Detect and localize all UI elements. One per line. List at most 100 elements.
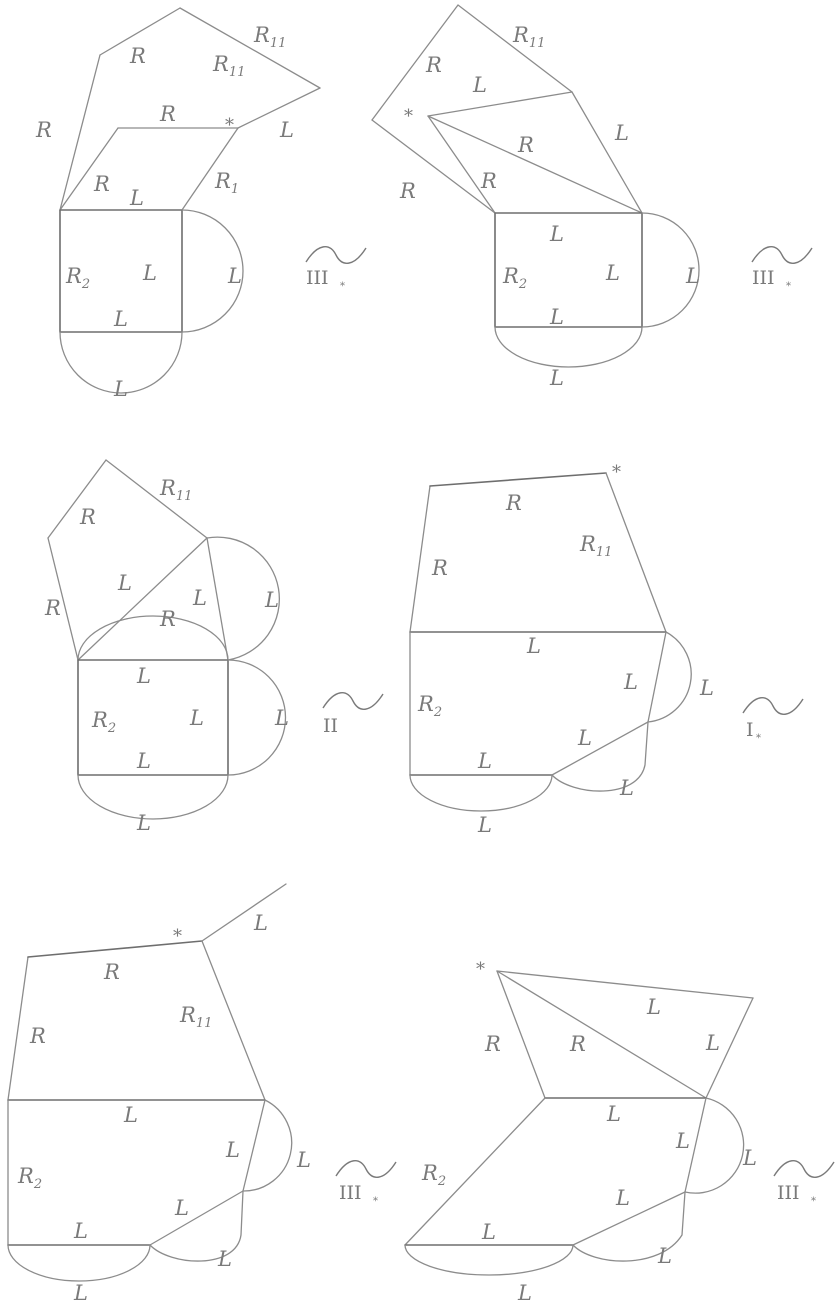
- edge: [242, 1099, 266, 1192]
- edge-label: L: [742, 1146, 757, 1170]
- region-label: R2: [91, 708, 116, 736]
- tilde-icon: [751, 246, 813, 264]
- edge: [201, 940, 266, 1101]
- edge: [647, 631, 667, 723]
- edge: [371, 119, 496, 214]
- move-subscript: *: [786, 281, 791, 292]
- edge-label: L: [136, 811, 151, 835]
- edge-label: L: [136, 664, 151, 688]
- edge-label: L: [699, 676, 714, 700]
- region-label: R11: [212, 52, 245, 80]
- edge-label: L: [614, 121, 629, 145]
- region-label: R: [480, 169, 497, 193]
- edge: [457, 4, 573, 93]
- move-name: III: [777, 1182, 800, 1204]
- panel-1: R R11 R11 R R * L R R1 L R2 L L L L: [35, 7, 321, 401]
- edge-label: L: [123, 1103, 138, 1127]
- edge: [571, 91, 643, 214]
- panel-6: * L L R R L L L R2 L L L L: [404, 959, 757, 1305]
- edge: [206, 537, 229, 661]
- edge-label: L: [73, 1281, 88, 1305]
- edge-label: L: [129, 186, 144, 210]
- arc: [227, 659, 287, 776]
- move-subscript: *: [811, 1196, 816, 1207]
- arc: [206, 536, 281, 661]
- edge-label: L: [477, 749, 492, 773]
- move-subscript: *: [340, 281, 345, 292]
- move-label-5: III *: [335, 1160, 397, 1207]
- star-marker: *: [404, 106, 413, 127]
- edge: [409, 485, 431, 633]
- move-label-3: II: [322, 692, 384, 737]
- edge: [705, 997, 754, 1099]
- move-name: III: [752, 267, 775, 289]
- move-label-2: III *: [751, 246, 813, 292]
- edge-label: L: [227, 264, 242, 288]
- region-label: L: [189, 706, 204, 730]
- edge-label: R11: [579, 532, 612, 560]
- edge-label: L: [685, 264, 700, 288]
- edge-label: L: [136, 749, 151, 773]
- region-label: R2: [502, 264, 527, 292]
- edge: [77, 537, 208, 661]
- arc: [409, 774, 553, 812]
- edge-label: R: [44, 596, 61, 620]
- edge-label: L: [477, 813, 492, 837]
- arc: [684, 1097, 745, 1194]
- edge-label: L: [619, 776, 634, 800]
- region-label: R2: [417, 692, 442, 720]
- edge-label: R1: [214, 169, 239, 197]
- edge-label: L: [675, 1129, 690, 1153]
- arc: [7, 1244, 151, 1282]
- square: [77, 659, 229, 776]
- move-subscript: *: [756, 733, 761, 744]
- edge: [427, 91, 573, 117]
- tilde-icon: [335, 1160, 397, 1178]
- edge: [179, 7, 321, 89]
- square: [494, 212, 643, 328]
- panel-3: R11 R L L L R R L R2 L L L L: [44, 459, 289, 835]
- star-marker: *: [173, 926, 182, 947]
- region-label: R: [79, 505, 96, 529]
- edge-label: L: [174, 1196, 189, 1220]
- region-label: L: [142, 261, 157, 285]
- edge: [404, 1097, 546, 1246]
- region-label: R2: [421, 1161, 446, 1189]
- edge: [237, 87, 321, 129]
- edge: [7, 956, 29, 1101]
- edge-label: L: [646, 995, 661, 1019]
- move-name: I: [746, 719, 754, 741]
- region-label: R: [569, 1032, 586, 1056]
- region-label: R2: [17, 1164, 42, 1192]
- panel-2: R11 R L * L R R R L R2 L L L L: [371, 4, 700, 390]
- tilde-icon: [742, 697, 804, 715]
- edge-label: L: [192, 586, 207, 610]
- edge-label: R11: [179, 1003, 212, 1031]
- region-label: R: [517, 133, 534, 157]
- arc: [641, 212, 700, 328]
- edge-label: L: [606, 1102, 621, 1126]
- edge-label: L: [113, 377, 128, 401]
- edge-label: L: [472, 73, 487, 97]
- region-label: R: [425, 53, 442, 77]
- edge-label: L: [481, 1220, 496, 1244]
- arc: [77, 774, 229, 820]
- region-label: R: [129, 44, 146, 68]
- star-marker: *: [476, 959, 485, 980]
- move-name: III: [306, 267, 329, 289]
- arc: [149, 1190, 244, 1262]
- edge: [551, 721, 649, 776]
- edge: [427, 115, 496, 214]
- edge-label: L: [657, 1244, 672, 1268]
- edge: [371, 4, 459, 121]
- edge-label: R11: [253, 23, 286, 51]
- edge-label: L: [577, 726, 592, 750]
- edge: [429, 472, 607, 487]
- tilde-icon: [322, 692, 384, 710]
- edge-label: R11: [159, 476, 192, 504]
- edge-label: L: [113, 307, 128, 331]
- edge-label: L: [549, 366, 564, 390]
- region-label: L: [605, 261, 620, 285]
- edge: [149, 1190, 244, 1246]
